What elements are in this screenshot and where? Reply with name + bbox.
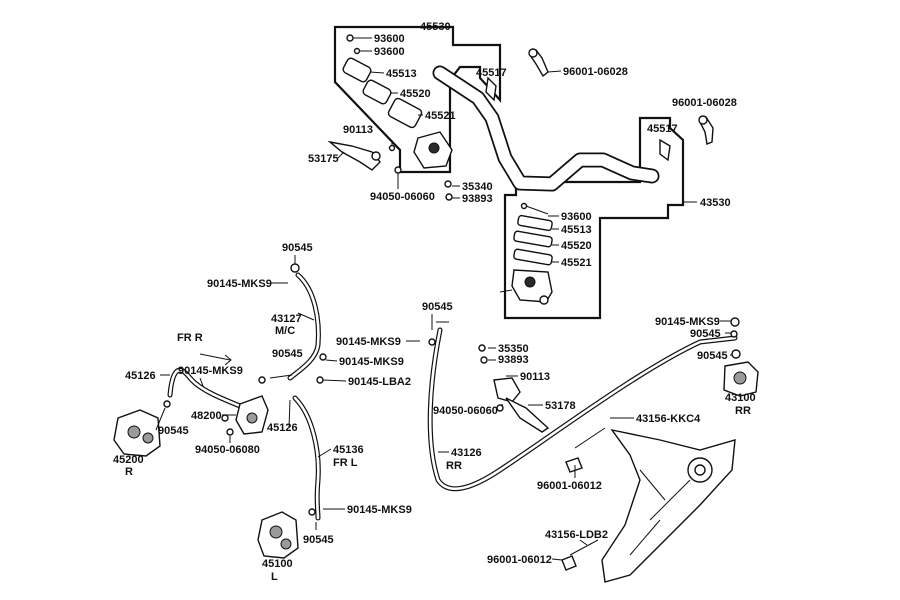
label-90545-b: 90545 <box>422 301 453 313</box>
label-94050-06080: 94050-06080 <box>195 444 260 456</box>
left-master-cylinder-parts <box>327 34 497 201</box>
label-90145-mks9-f: 90145-MKS9 <box>347 504 412 516</box>
label-fr-l: FR L <box>333 457 358 469</box>
label-45521-a: 45521 <box>425 110 456 122</box>
leader-lines <box>155 37 733 561</box>
label-45513-b: 45513 <box>561 224 592 236</box>
label-90545-g: 90545 <box>303 534 334 546</box>
label-43530: 43530 <box>700 197 731 209</box>
label-90145-mks9-c: 90145-MKS9 <box>339 356 404 368</box>
label-93600-a: 93600 <box>374 33 405 45</box>
label-90145-lba2: 90145-LBA2 <box>348 376 411 388</box>
label-45126-b: 45126 <box>267 422 298 434</box>
label-90545-c: 90545 <box>272 348 303 360</box>
label-45517-b: 45517 <box>647 123 678 135</box>
label-96001-06028-b: 96001-06028 <box>672 97 737 109</box>
label-mc: M/C <box>275 325 295 337</box>
label-53175: 53175 <box>308 153 339 165</box>
label-43127: 43127 <box>271 313 302 325</box>
label-rr-2: RR <box>735 405 751 417</box>
label-90145-mks9-b: 90145-MKS9 <box>336 336 401 348</box>
label-90145-mks9-e: 90145-MKS9 <box>178 365 243 377</box>
label-96001-06028-a: 96001-06028 <box>563 66 628 78</box>
caliper-45100 <box>257 511 299 559</box>
frame-45530 <box>333 25 502 174</box>
label-43126: 43126 <box>451 447 482 459</box>
label-94050-06060-a: 94050-06060 <box>370 191 435 203</box>
label-45200: 45200 <box>113 454 144 466</box>
label-90113-a: 90113 <box>343 124 373 136</box>
label-93893-b: 93893 <box>498 354 529 366</box>
label-l: L <box>271 571 278 583</box>
label-45100: 45100 <box>262 558 293 570</box>
caliper-43100 <box>723 361 759 397</box>
label-90145-mks9-a: 90145-MKS9 <box>207 278 272 290</box>
label-45520-b: 45520 <box>561 240 592 252</box>
label-rr-1: RR <box>446 460 462 472</box>
label-93893-a: 93893 <box>462 193 493 205</box>
right-master-cylinder-parts <box>499 202 553 305</box>
label-45517-a: 45517 <box>476 67 507 79</box>
label-53178: 53178 <box>545 400 576 412</box>
label-93600-b: 93600 <box>374 46 405 58</box>
label-90545-d: 90545 <box>690 328 721 340</box>
handlebar <box>432 65 660 192</box>
caliper-45200 <box>113 409 161 457</box>
label-45513-a: 45513 <box>386 68 417 80</box>
label-90113-b: 90113 <box>520 371 550 383</box>
front-hoses <box>163 263 327 521</box>
pressure-control-valve <box>226 395 269 436</box>
label-43156-kkc4: 43156-KKC4 <box>636 413 701 425</box>
rear-lever-parts <box>478 344 550 433</box>
label-45126-a: 45126 <box>125 370 156 382</box>
label-45520-a: 45520 <box>400 88 431 100</box>
label-90145-mks9-d: 90145-MKS9 <box>655 316 720 328</box>
label-90545-a: 90545 <box>282 242 313 254</box>
label-45521-b: 45521 <box>561 257 592 269</box>
label-93600-c: 93600 <box>561 211 592 223</box>
label-90545-f: 90545 <box>158 425 189 437</box>
label-45530: 45530 <box>420 21 451 33</box>
label-r: R <box>125 466 133 478</box>
label-94050-06060-b: 94050-06060 <box>433 405 498 417</box>
label-96001-06012-a: 96001-06012 <box>537 480 602 492</box>
rear-hose <box>427 317 741 492</box>
handlebar-clamp-bolts <box>528 48 714 162</box>
label-43156-ldb2: 43156-LDB2 <box>545 529 608 541</box>
label-35350: 35350 <box>498 343 529 355</box>
rear-swingarm-bracket <box>561 427 736 583</box>
label-45136: 45136 <box>333 444 364 456</box>
label-90545-e: 90545 <box>697 350 728 362</box>
label-43100: 43100 <box>725 392 756 404</box>
label-96001-06012-b: 96001-06012 <box>487 554 552 566</box>
label-35340: 35340 <box>462 181 493 193</box>
label-48200: 48200 <box>191 410 222 422</box>
label-fr-r: FR R <box>177 332 203 344</box>
